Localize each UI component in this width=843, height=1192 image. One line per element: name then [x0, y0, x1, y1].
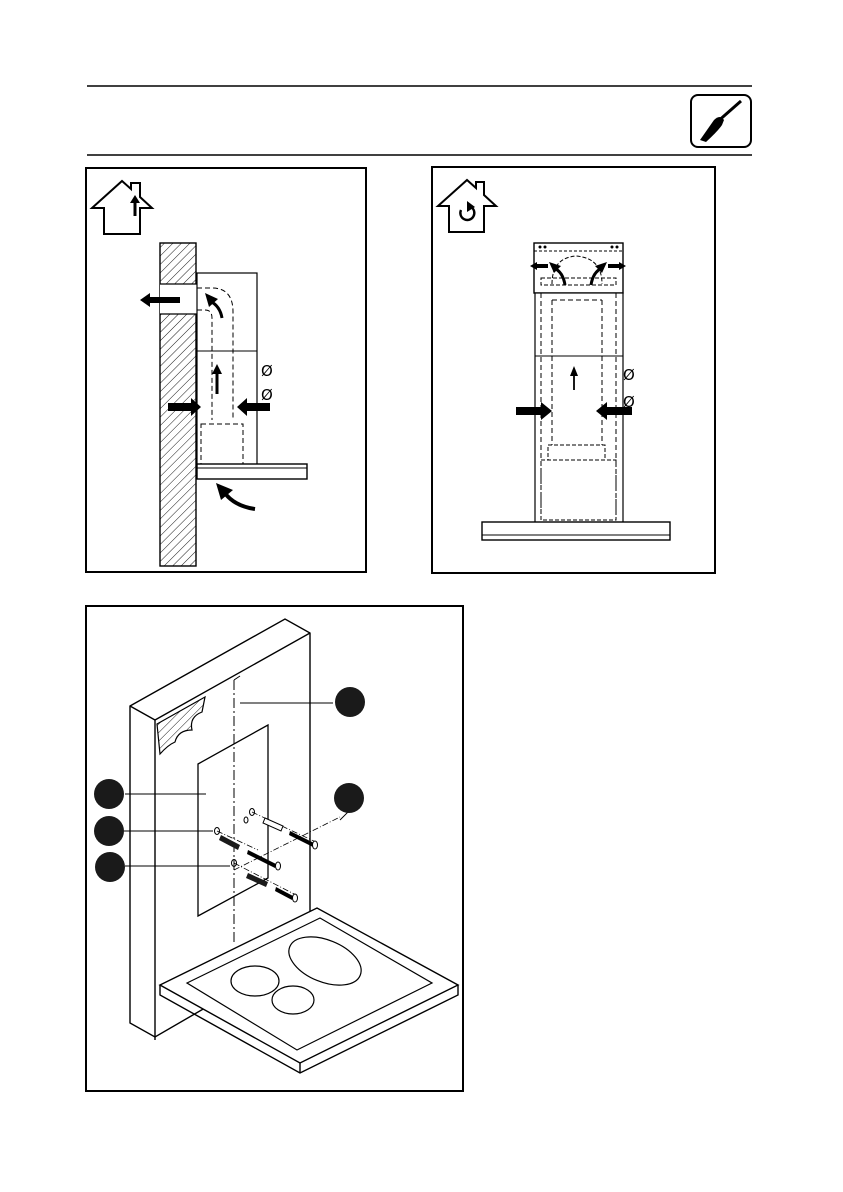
hood-canopy: [197, 464, 307, 479]
callout-marker: [94, 816, 124, 846]
diameter-label-1: Ø: [623, 366, 635, 384]
chimney-body: [197, 273, 257, 465]
panel-wall-mounting: [86, 606, 463, 1091]
callout-marker: [94, 779, 124, 809]
house-outlet-icon: [92, 181, 152, 234]
callout-marker: [334, 783, 364, 813]
callout-marker: [95, 852, 125, 882]
callout-marker: [335, 687, 365, 717]
diameter-label-1: Ø: [261, 362, 273, 380]
panel-recirculation: Ø Ø: [432, 167, 715, 573]
screwdriver-icon: [691, 95, 751, 147]
diameter-label-2: Ø: [623, 393, 635, 411]
intake-arrow: [224, 492, 255, 509]
house-recirculate-icon: [438, 180, 496, 232]
panel-ducted: Ø Ø: [86, 168, 366, 572]
hood-canopy: [482, 522, 670, 540]
diameter-label-2: Ø: [261, 386, 273, 404]
